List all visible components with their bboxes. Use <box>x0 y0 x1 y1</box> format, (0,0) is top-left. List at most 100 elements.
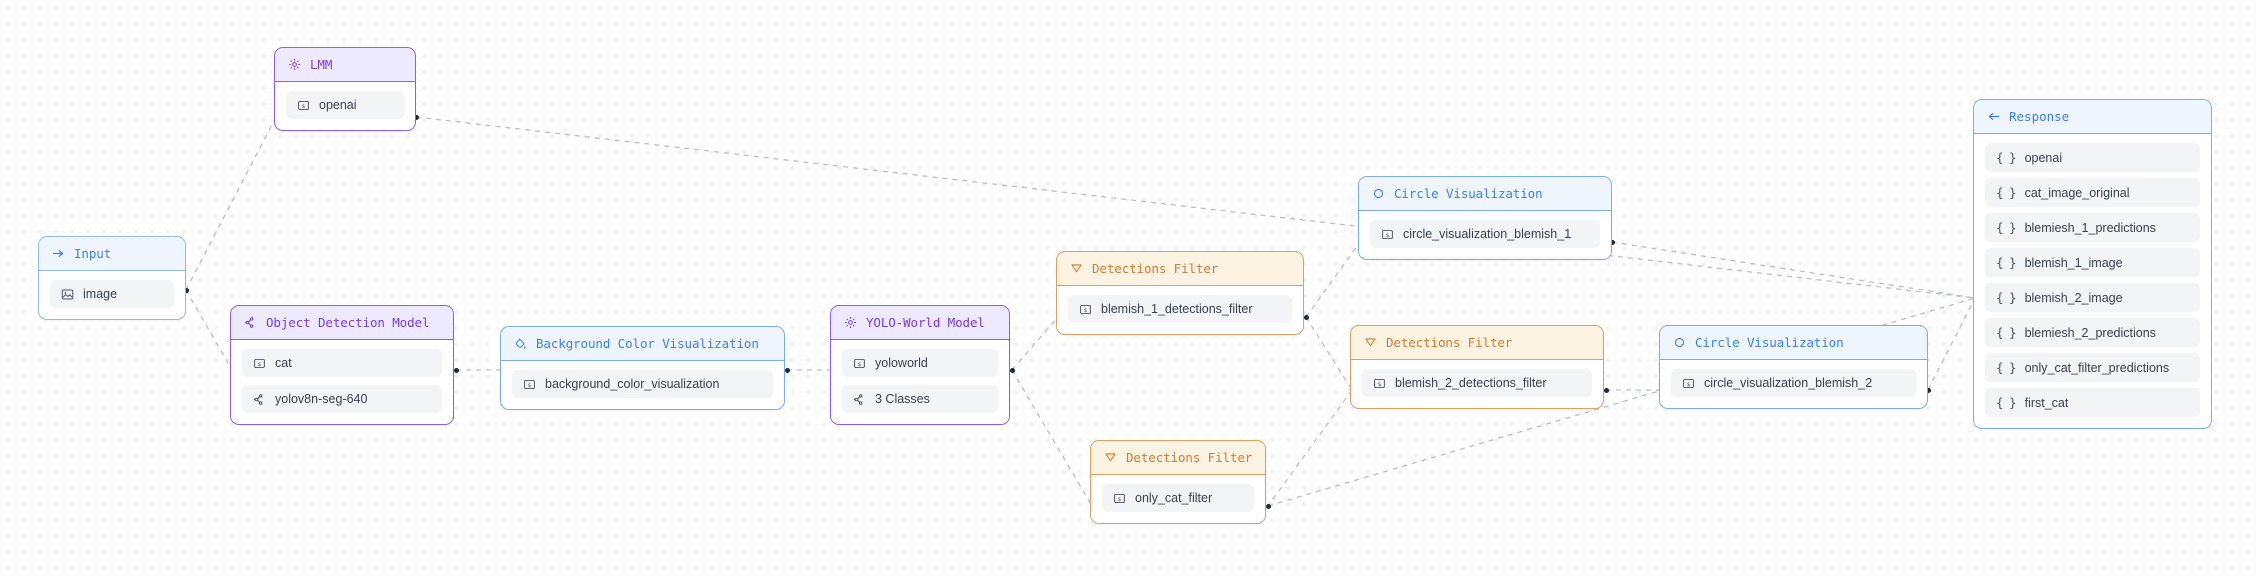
node-background-color-visualization-title: Background Color Visualization <box>536 336 759 351</box>
gear-icon <box>288 58 301 71</box>
circle-icon <box>1372 187 1385 200</box>
braces-icon: { } <box>1996 395 2017 410</box>
field-openai[interactable]: $ openai <box>286 91 404 119</box>
string-icon: $ <box>1113 492 1126 505</box>
port-circle2-out[interactable] <box>1926 388 1931 393</box>
node-detections-filter-3-title: Detections Filter <box>1126 450 1253 465</box>
node-lmm[interactable]: LMM $ openai <box>274 47 416 131</box>
field-circle-visualization-blemish-1[interactable]: $ circle_visualization_blemish_1 <box>1370 220 1600 248</box>
svg-text:$: $ <box>1118 496 1122 502</box>
node-detections-filter-3[interactable]: Detections Filter $ only_cat_filter <box>1090 440 1266 524</box>
field-only-cat-filter[interactable]: $ only_cat_filter <box>1102 484 1254 512</box>
field-background-color-visualization-label: background_color_visualization <box>545 377 720 391</box>
node-yolo-world-model[interactable]: YOLO-World Model $ yoloworld 3 Classes <box>830 305 1010 425</box>
node-lmm-title: LMM <box>310 57 333 72</box>
node-detections-filter-2[interactable]: Detections Filter $ blemish_2_detections… <box>1350 325 1604 409</box>
model-graph-icon <box>853 393 866 406</box>
port-bgcolor-out[interactable] <box>785 368 790 373</box>
field-openai-label: openai <box>319 98 357 112</box>
node-circle-visualization-2-header: Circle Visualization <box>1660 326 1927 360</box>
port-input-out[interactable] <box>184 288 189 293</box>
model-graph-icon <box>253 393 266 406</box>
field-circle-visualization-blemish-1-label: circle_visualization_blemish_1 <box>1403 227 1572 241</box>
response-item[interactable]: { } blemish_2_image <box>1985 283 2200 312</box>
braces-icon: { } <box>1996 325 2017 340</box>
response-item-label: openai <box>2024 150 2063 165</box>
edge-input-to-object-detection <box>185 289 233 371</box>
field-blemish-2-detections-filter-label: blemish_2_detections_filter <box>1395 376 1547 390</box>
field-blemish-1-detections-filter[interactable]: $ blemish_1_detections_filter <box>1068 295 1292 323</box>
node-circle-visualization-1-title: Circle Visualization <box>1394 186 1543 201</box>
response-item-label: blemish_1_image <box>2024 255 2123 270</box>
node-detections-filter-2-header: Detections Filter <box>1351 326 1603 360</box>
node-detections-filter-1[interactable]: Detections Filter $ blemish_1_detections… <box>1056 251 1304 335</box>
arrow-left-icon <box>1987 110 2000 123</box>
field-yoloworld[interactable]: $ yoloworld <box>842 349 998 377</box>
svg-text:$: $ <box>302 103 306 109</box>
node-lmm-header: LMM <box>275 48 415 82</box>
port-lmm-out[interactable] <box>414 115 419 120</box>
string-icon: $ <box>1079 303 1092 316</box>
node-detections-filter-1-title: Detections Filter <box>1092 261 1219 276</box>
node-object-detection-model[interactable]: Object Detection Model $ cat yolov8n-seg… <box>230 305 454 425</box>
string-icon: $ <box>1381 228 1394 241</box>
node-input[interactable]: Input image <box>38 236 186 320</box>
response-item[interactable]: { } only_cat_filter_predictions <box>1985 353 2200 382</box>
string-icon: $ <box>297 99 310 112</box>
field-3-classes[interactable]: 3 Classes <box>842 385 998 413</box>
braces-icon: { } <box>1996 220 2017 235</box>
svg-text:$: $ <box>858 361 862 367</box>
port-filter3-out[interactable] <box>1266 504 1271 509</box>
response-item[interactable]: { } blemiesh_1_predictions <box>1985 213 2200 242</box>
string-icon: $ <box>523 378 536 391</box>
image-icon <box>61 288 74 301</box>
node-detections-filter-3-header: Detections Filter <box>1091 441 1265 475</box>
node-background-color-visualization[interactable]: Background Color Visualization $ backgro… <box>500 326 785 410</box>
node-detections-filter-2-body: $ blemish_2_detections_filter <box>1351 360 1603 408</box>
node-detections-filter-2-title: Detections Filter <box>1386 335 1513 350</box>
port-yoloworld-out[interactable] <box>1010 368 1015 373</box>
node-lmm-body: $ openai <box>275 82 415 130</box>
response-item[interactable]: { } first_cat <box>1985 388 2200 417</box>
edge-circle1-to-response <box>1611 241 1976 299</box>
node-circle-visualization-2[interactable]: Circle Visualization $ circle_visualizat… <box>1659 325 1928 409</box>
response-panel[interactable]: Response { } openai { } cat_image_origin… <box>1973 99 2212 429</box>
port-circle1-out[interactable] <box>1610 240 1615 245</box>
response-item[interactable]: { } openai <box>1985 143 2200 172</box>
response-item[interactable]: { } blemiesh_2_predictions <box>1985 318 2200 347</box>
string-icon: $ <box>1373 377 1386 390</box>
field-yoloworld-label: yoloworld <box>875 356 928 370</box>
response-item[interactable]: { } blemish_1_image <box>1985 248 2200 277</box>
node-yolo-world-model-title: YOLO-World Model <box>866 315 985 330</box>
field-circle-visualization-blemish-2[interactable]: $ circle_visualization_blemish_2 <box>1671 369 1916 397</box>
field-3-classes-label: 3 Classes <box>875 392 930 406</box>
node-detections-filter-1-header: Detections Filter <box>1057 252 1303 286</box>
braces-icon: { } <box>1996 185 2017 200</box>
port-objdet-out[interactable] <box>454 368 459 373</box>
string-icon: $ <box>853 357 866 370</box>
svg-text:$: $ <box>1386 232 1390 238</box>
field-yolov8n-seg-640[interactable]: yolov8n-seg-640 <box>242 385 442 413</box>
field-cat[interactable]: $ cat <box>242 349 442 377</box>
port-filter1-out[interactable] <box>1304 315 1309 320</box>
node-background-color-visualization-body: $ background_color_visualization <box>501 361 784 409</box>
node-circle-visualization-1[interactable]: Circle Visualization $ circle_visualizat… <box>1358 176 1612 260</box>
field-background-color-visualization[interactable]: $ background_color_visualization <box>512 370 773 398</box>
circle-icon <box>1673 336 1686 349</box>
field-yolov8n-seg-640-label: yolov8n-seg-640 <box>275 392 368 406</box>
port-filter2-out[interactable] <box>1604 388 1609 393</box>
node-yolo-world-model-body: $ yoloworld 3 Classes <box>831 340 1009 424</box>
svg-text:$: $ <box>1687 381 1691 387</box>
field-blemish-1-detections-filter-label: blemish_1_detections_filter <box>1101 302 1253 316</box>
response-item[interactable]: { } cat_image_original <box>1985 178 2200 207</box>
braces-icon: { } <box>1996 150 2017 165</box>
response-item-label: first_cat <box>2024 395 2069 410</box>
svg-text:$: $ <box>1378 381 1382 387</box>
braces-icon: { } <box>1996 290 2017 305</box>
field-blemish-2-detections-filter[interactable]: $ blemish_2_detections_filter <box>1362 369 1592 397</box>
node-object-detection-model-title: Object Detection Model <box>266 315 430 330</box>
field-image-label: image <box>83 287 118 301</box>
field-image[interactable]: image <box>50 280 174 308</box>
field-only-cat-filter-label: only_cat_filter <box>1135 491 1213 505</box>
